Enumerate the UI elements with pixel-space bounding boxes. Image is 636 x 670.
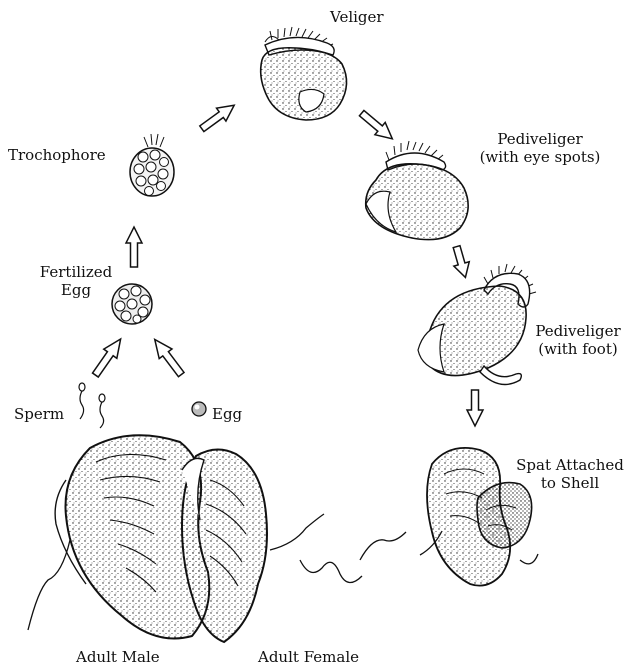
label-egg: Egg — [212, 405, 242, 423]
label-adult-male: Adult Male — [76, 648, 160, 666]
arrow-sperm-to-fertilized-egg — [89, 334, 127, 379]
label-fertilized-line2: Egg — [26, 281, 126, 299]
label-sperm: Sperm — [14, 405, 64, 423]
label-spat-line1: Spat Attached — [508, 456, 632, 474]
pediveliger-foot-larva — [418, 264, 536, 385]
label-pediveliger-eye-spots: Pediveliger (with eye spots) — [470, 130, 610, 166]
arrow-pediveliger-to-spat — [467, 390, 483, 426]
egg-cell — [192, 402, 206, 416]
sperm-cells — [79, 383, 105, 428]
trochophore-larva — [130, 134, 174, 196]
label-adult-female: Adult Female — [258, 648, 359, 666]
label-pediveliger-eye-line1: Pediveliger — [470, 130, 610, 148]
label-fertilized-egg: Fertilized Egg — [26, 263, 126, 299]
label-spat-attached: Spat Attached to Shell — [508, 456, 632, 492]
label-fertilized-line1: Fertilized — [26, 263, 126, 281]
arrow-egg-to-fertilized-egg — [148, 335, 187, 380]
label-pediveliger-foot-line1: Pediveliger — [528, 322, 628, 340]
label-veliger: Veliger — [330, 8, 384, 26]
arrow-trochophore-to-veliger — [197, 99, 239, 135]
label-spat-line2: to Shell — [508, 474, 632, 492]
label-trochophore: Trochophore — [8, 146, 106, 164]
arrow-veliger-to-pediveliger — [357, 107, 398, 145]
label-pediveliger-eye-line2: (with eye spots) — [470, 148, 610, 166]
label-pediveliger-foot: Pediveliger (with foot) — [528, 322, 628, 358]
arrow-pediveliger-to-pediveliger-foot — [449, 244, 473, 279]
label-pediveliger-foot-line2: (with foot) — [528, 340, 628, 358]
pediveliger-eye-spots-larva — [366, 141, 468, 240]
arrow-fertilized-egg-to-trochophore — [126, 227, 142, 267]
veliger-larva — [261, 27, 347, 120]
